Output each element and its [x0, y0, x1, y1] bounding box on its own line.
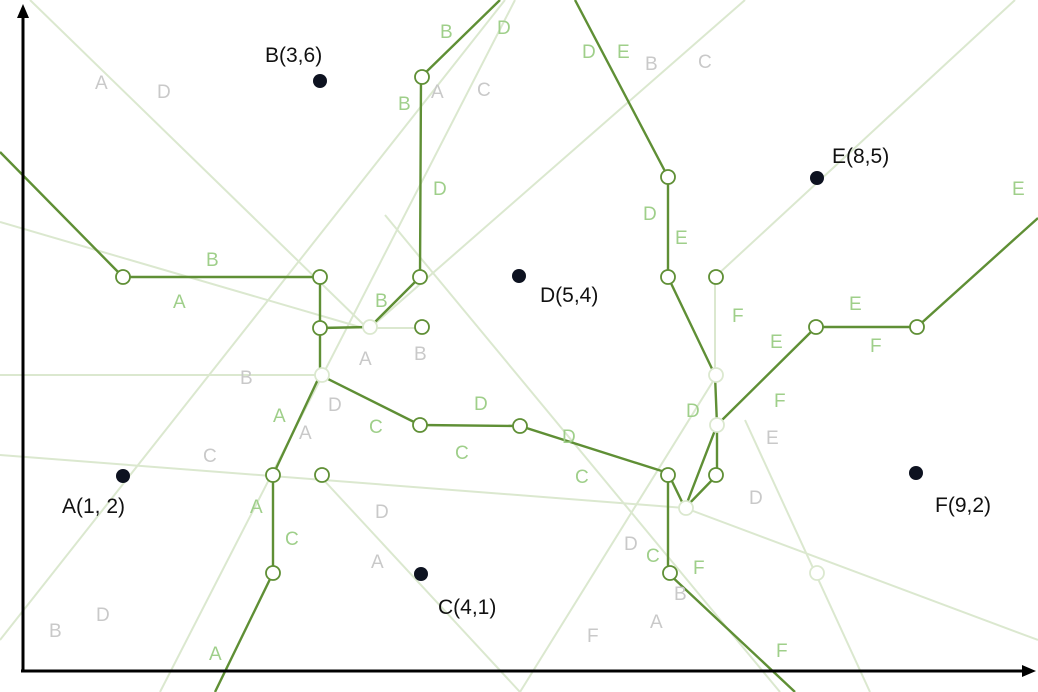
- edge-label: F: [693, 558, 705, 579]
- edge-label: F: [732, 306, 744, 327]
- site-a-point: [116, 469, 130, 483]
- axes: [17, 4, 1036, 677]
- edge-label: D: [96, 605, 110, 626]
- site-d-point: [512, 269, 526, 283]
- edge-label: B: [440, 22, 453, 43]
- edge-label: D: [474, 394, 488, 415]
- edge-label: B: [206, 250, 219, 271]
- edge-label: B: [645, 54, 658, 75]
- edge-label: D: [643, 204, 657, 225]
- edge-label: C: [455, 443, 469, 464]
- site-b-label: B(3,6): [265, 44, 322, 67]
- edge-label: C: [203, 446, 217, 467]
- edge-label: C: [477, 80, 491, 101]
- edge-label: E: [849, 294, 862, 315]
- edge-label: E: [766, 428, 779, 449]
- edge-label: A: [431, 82, 444, 103]
- site-a-label: A(1, 2): [62, 495, 125, 518]
- x-axis-arrow: [1022, 665, 1036, 677]
- edge-label: A: [95, 73, 108, 94]
- edge-label: B: [240, 368, 253, 389]
- edge-label: D: [328, 395, 342, 416]
- vertex-markers: [115, 69, 925, 581]
- edge-label: A: [250, 497, 263, 518]
- edge-label: B: [414, 344, 427, 365]
- edge-label: D: [497, 18, 511, 39]
- edge-label: A: [209, 644, 222, 665]
- site-f-point: [909, 466, 923, 480]
- edge-label: D: [582, 42, 596, 63]
- edge-label: D: [375, 502, 389, 523]
- site-b-point: [313, 74, 327, 88]
- edge-label: D: [157, 82, 171, 103]
- y-axis-arrow: [17, 4, 29, 18]
- site-e-label: E(8,5): [832, 145, 889, 168]
- edge-label: F: [776, 641, 788, 662]
- edge-label: C: [369, 417, 383, 438]
- edge-label: D: [562, 427, 576, 448]
- edge-label: C: [698, 52, 712, 73]
- edge-label: F: [870, 336, 882, 357]
- edge-label: B: [375, 291, 388, 312]
- site-f-label: F(9,2): [935, 494, 991, 517]
- site-d-label: D(5,4): [540, 284, 598, 307]
- faint-vertex-markers: [314, 319, 825, 581]
- edge-label: E: [770, 332, 783, 353]
- edge-label: A: [650, 612, 663, 633]
- edge-label: C: [575, 467, 589, 488]
- edge-label: F: [774, 391, 786, 412]
- site-points: [116, 74, 923, 581]
- edge-labels-gray: A D A C B C A B B A D A D C E D D B A B …: [49, 52, 779, 647]
- edge-label: B: [49, 621, 62, 642]
- site-c-label: C(4,1): [438, 596, 496, 619]
- edge-label: B: [398, 94, 411, 115]
- edge-label: F: [587, 626, 599, 647]
- edge-label: A: [299, 423, 312, 444]
- edge-label: D: [686, 401, 700, 422]
- edge-label: D: [624, 534, 638, 555]
- edge-label: B: [674, 584, 687, 605]
- edge-label: D: [749, 488, 763, 509]
- edge-label: E: [617, 42, 630, 63]
- edge-label: C: [646, 546, 660, 567]
- site-labels: A(1, 2) B(3,6) C(4,1) D(5,4) E(8,5) F(9,…: [62, 44, 991, 619]
- edge-label: A: [359, 349, 372, 370]
- edge-label: A: [371, 552, 384, 573]
- edge-label: D: [433, 179, 447, 200]
- edge-label: C: [285, 529, 299, 550]
- edge-label: E: [675, 228, 688, 249]
- edge-label: E: [1012, 179, 1025, 200]
- edge-labels-green: B D D E B D E B A B A D C D C D E F E F …: [173, 18, 1025, 665]
- edge-label: A: [273, 406, 286, 427]
- site-c-point: [414, 567, 428, 581]
- site-e-point: [810, 171, 824, 185]
- edge-label: A: [173, 292, 186, 313]
